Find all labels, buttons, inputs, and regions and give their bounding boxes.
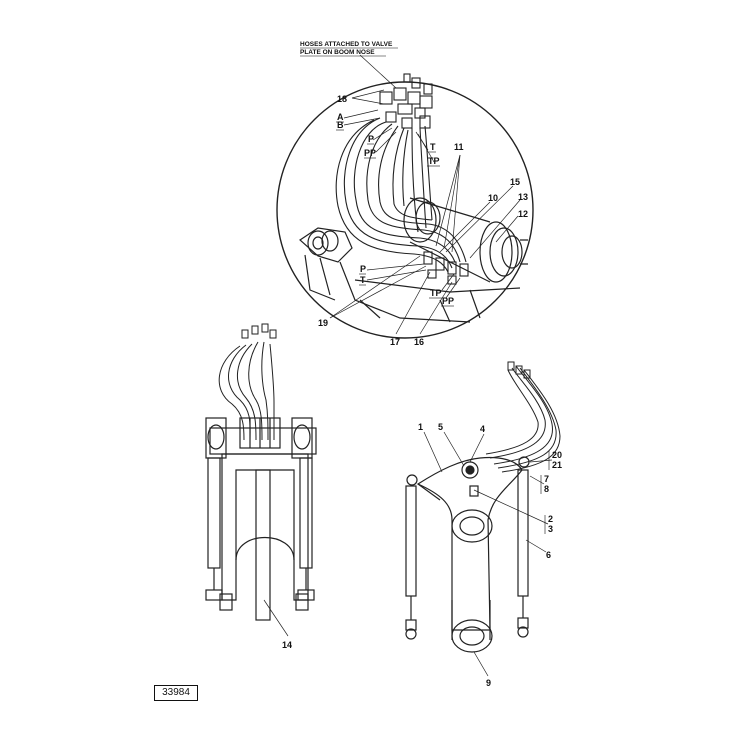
side-leaders	[423, 431, 553, 677]
callout-4: 4	[480, 424, 485, 434]
detail-leaders	[329, 54, 521, 335]
header-note-line1: HOSES ATTACHED TO VALVE	[300, 41, 393, 48]
side-callout-brackets	[540, 451, 550, 534]
callout-16: 16	[414, 337, 424, 347]
callout-1: 1	[418, 422, 423, 432]
callout-tp-top: TP	[428, 156, 440, 166]
callout-11: 11	[454, 142, 464, 152]
callout-8: 8	[544, 484, 549, 494]
callout-t-top: T	[430, 142, 436, 152]
callout-tp-low: TP	[430, 288, 442, 298]
callout-14: 14	[282, 640, 292, 650]
front-top-fittings	[241, 323, 277, 339]
callout-7: 7	[544, 474, 549, 484]
callout-pp-low: PP	[442, 296, 454, 306]
side-callouts: 1 5 4 20 21 7 8 2 3 6 9	[418, 422, 562, 688]
hose-bundle	[335, 117, 467, 273]
callout-20: 20	[552, 450, 562, 460]
callout-13: 13	[518, 192, 528, 202]
header-note-line2: PLATE ON BOOM NOSE	[300, 49, 375, 56]
callout-3: 3	[548, 524, 553, 534]
lower-fittings	[423, 251, 469, 285]
callout-9: 9	[486, 678, 491, 688]
callout-a: A	[337, 112, 344, 122]
callout-b: B	[337, 120, 344, 130]
detail-circle	[276, 81, 534, 339]
callout-6: 6	[546, 550, 551, 560]
detail-label-underlines	[336, 121, 454, 307]
valve-plate-fittings	[379, 73, 433, 129]
side-top-fittings	[507, 361, 531, 379]
callout-5: 5	[438, 422, 443, 432]
side-view	[405, 361, 561, 677]
callout-18: 18	[337, 94, 347, 104]
callout-2: 2	[548, 514, 553, 524]
callout-15: 15	[510, 177, 520, 187]
callout-p-top: P	[368, 134, 374, 144]
front-view	[205, 323, 317, 637]
detail-view	[276, 54, 534, 339]
drawing-reference-number: 33984	[154, 685, 198, 701]
detail-callouts: 18 A B P PP T TP 11 15 10 13 12 P T TP P…	[318, 94, 528, 347]
front-hoses	[218, 341, 275, 441]
callout-pp-top: PP	[364, 148, 376, 158]
cylinder-rings	[403, 197, 528, 283]
callout-t-low: T	[360, 275, 366, 285]
callout-17: 17	[390, 337, 400, 347]
callout-21: 21	[552, 460, 562, 470]
callout-19: 19	[318, 318, 328, 328]
callout-12: 12	[518, 209, 528, 219]
callout-p-low: P	[360, 264, 366, 274]
callout-10: 10	[488, 193, 498, 203]
